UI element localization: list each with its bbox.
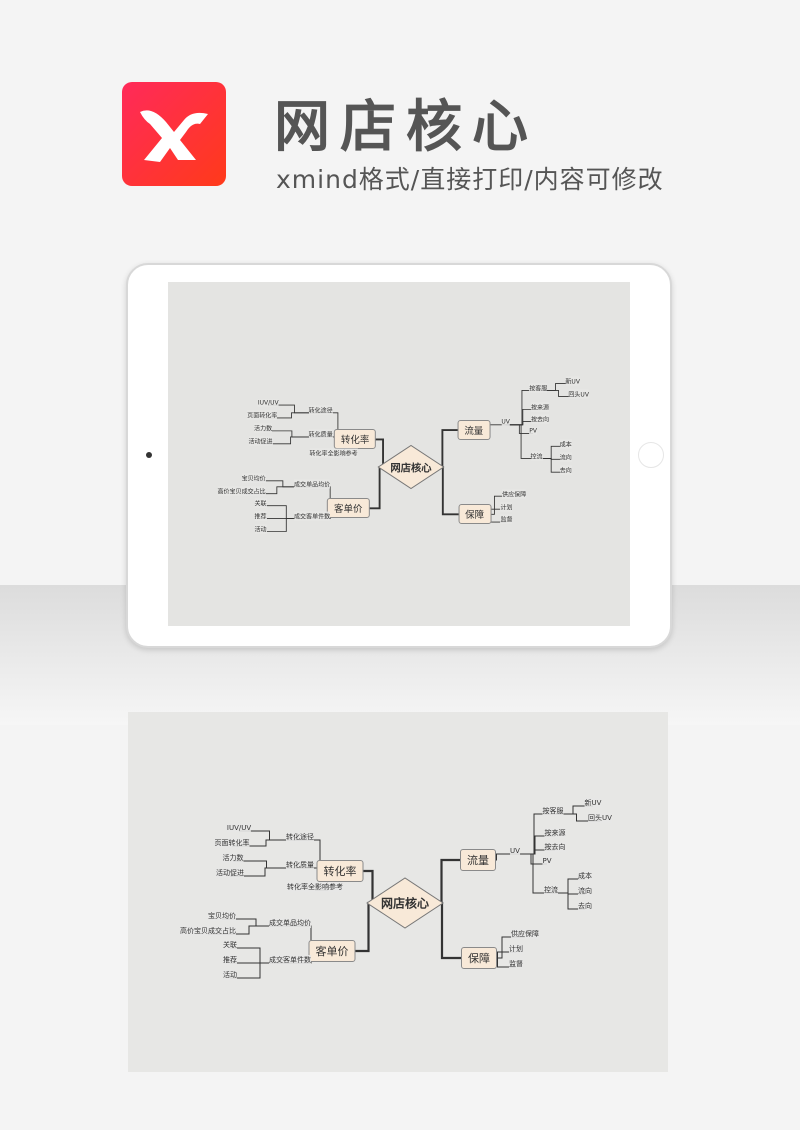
subtopic[interactable]: 成交客单件数 bbox=[294, 511, 331, 521]
subtopic[interactable]: 转化途径 bbox=[286, 832, 314, 842]
subtopic[interactable]: 成本 bbox=[559, 439, 572, 449]
subtopic[interactable]: 活力数 bbox=[254, 423, 273, 433]
main-topic[interactable]: 客单价 bbox=[308, 940, 356, 962]
subtopic[interactable]: 关联 bbox=[254, 498, 267, 508]
xmind-logo bbox=[122, 82, 226, 186]
center-topic[interactable]: 网店核心 bbox=[390, 462, 432, 475]
subtopic[interactable]: 活力数 bbox=[222, 853, 244, 863]
main-topic[interactable]: 转化率 bbox=[316, 860, 364, 882]
subtopic[interactable]: UV bbox=[501, 418, 510, 426]
subtopic[interactable]: 按去向 bbox=[544, 842, 566, 852]
center-diamond bbox=[377, 444, 445, 490]
subtopic[interactable]: 活动 bbox=[254, 524, 267, 534]
main-topic[interactable]: 转化率 bbox=[333, 429, 377, 450]
subtopic[interactable]: 活动促进 bbox=[216, 868, 244, 878]
main-topic[interactable]: 客单价 bbox=[327, 498, 370, 519]
center-diamond bbox=[366, 877, 444, 929]
tablet-screen: 网店核心转化率 流量客单价 保障 转化途径转化质量转化率全影响参考 IUV/UV 页面转化… bbox=[168, 282, 630, 626]
connector bbox=[505, 424, 537, 459]
subtopic[interactable]: 宝贝均价 bbox=[208, 911, 236, 921]
camera-icon bbox=[146, 452, 152, 458]
subtopic[interactable]: IUV/UV bbox=[257, 399, 279, 406]
subtopic[interactable]: 流向 bbox=[578, 886, 592, 896]
subtopic[interactable]: UV bbox=[510, 847, 520, 855]
subtopic[interactable]: 按来源 bbox=[544, 828, 566, 838]
subtopic[interactable]: 流向 bbox=[559, 452, 572, 462]
connector bbox=[551, 892, 585, 910]
subtopic[interactable]: 推荐 bbox=[223, 955, 237, 965]
page-title: 网店核心 bbox=[274, 95, 538, 160]
subtopic[interactable]: 转化途径 bbox=[308, 405, 333, 415]
subtopic[interactable]: 转化率全影响参考 bbox=[287, 882, 343, 892]
main-topic[interactable]: 保障 bbox=[458, 504, 492, 525]
main-topic[interactable]: 流量 bbox=[457, 420, 491, 441]
subtopic[interactable]: 去向 bbox=[559, 465, 572, 475]
subtopic[interactable]: 计划 bbox=[509, 944, 523, 954]
connector bbox=[260, 518, 313, 532]
subtopic[interactable]: 按去向 bbox=[530, 414, 550, 424]
main-topic[interactable]: 流量 bbox=[460, 849, 496, 871]
subtopic[interactable]: 成交单品均价 bbox=[294, 479, 331, 489]
subtopic[interactable]: 成交单品均价 bbox=[269, 918, 311, 928]
center-topic[interactable]: 网店核心 bbox=[380, 896, 430, 911]
connector bbox=[536, 457, 566, 473]
subtopic[interactable]: 转化率全影响参考 bbox=[309, 448, 358, 458]
subtopic[interactable]: 监督 bbox=[500, 514, 513, 524]
page-subtitle: xmind格式/直接打印/内容可修改 bbox=[276, 165, 664, 194]
connector bbox=[230, 962, 290, 979]
main-topic[interactable]: 保障 bbox=[461, 947, 497, 969]
subtopic[interactable]: 关联 bbox=[223, 940, 237, 950]
subtopic[interactable]: 新UV bbox=[584, 798, 602, 808]
subtopic[interactable]: 活动 bbox=[223, 970, 237, 980]
subtopic[interactable]: 控流 bbox=[544, 885, 558, 895]
subtopic[interactable]: 页面转化率 bbox=[247, 410, 278, 420]
subtopic[interactable]: 监督 bbox=[509, 959, 523, 969]
subtopic[interactable]: 转化质量 bbox=[308, 429, 333, 439]
connector bbox=[260, 436, 321, 445]
subtopic[interactable]: 成本 bbox=[578, 871, 592, 881]
subtopic[interactable]: 供应保障 bbox=[502, 489, 527, 499]
subtopic[interactable]: 高价宝贝成交占比 bbox=[180, 926, 236, 936]
subtopic[interactable]: 控流 bbox=[530, 451, 543, 461]
mindmap-full: 网店核心 转化率 流量客单价 保障 转化途径转化质量转化率全影响参考 IUV/UV 页面转化… bbox=[128, 712, 668, 1072]
subtopic[interactable]: PV bbox=[529, 427, 537, 435]
subtopic[interactable]: 成交客单件数 bbox=[269, 955, 311, 965]
subtopic[interactable]: 活动促进 bbox=[248, 436, 273, 446]
subtopic[interactable]: 宝贝均价 bbox=[241, 473, 266, 483]
subtopic[interactable]: 供应保障 bbox=[511, 929, 539, 939]
subtopic[interactable]: 按客服 bbox=[542, 806, 564, 816]
home-button bbox=[638, 442, 664, 468]
subtopic[interactable]: 回头UV bbox=[588, 813, 612, 823]
subtopic[interactable]: 转化质量 bbox=[286, 860, 314, 870]
subtopic[interactable]: 新UV bbox=[565, 376, 580, 386]
subtopic[interactable]: IUV/UV bbox=[226, 824, 252, 832]
subtopic[interactable]: PV bbox=[542, 857, 552, 865]
connector bbox=[515, 853, 551, 894]
subtopic[interactable]: 去向 bbox=[578, 901, 592, 911]
subtopic[interactable]: 计划 bbox=[500, 502, 513, 512]
subtopic[interactable]: 页面转化率 bbox=[214, 838, 250, 848]
mindmap-preview: 网店核心转化率 流量客单价 保障 转化途径转化质量转化率全影响参考 IUV/UV 页面转化… bbox=[168, 282, 630, 626]
mindmap-card: 网店核心 转化率 流量客单价 保障 转化途径转化质量转化率全影响参考 IUV/UV 页面转化… bbox=[128, 712, 668, 1072]
subtopic[interactable]: 推荐 bbox=[254, 511, 267, 521]
subtopic[interactable]: 回头UV bbox=[568, 389, 589, 399]
connector bbox=[230, 867, 300, 877]
subtopic[interactable]: 高价宝贝成交占比 bbox=[217, 486, 266, 496]
subtopic[interactable]: 按客服 bbox=[529, 383, 548, 393]
subtopic[interactable]: 按来源 bbox=[530, 402, 550, 412]
